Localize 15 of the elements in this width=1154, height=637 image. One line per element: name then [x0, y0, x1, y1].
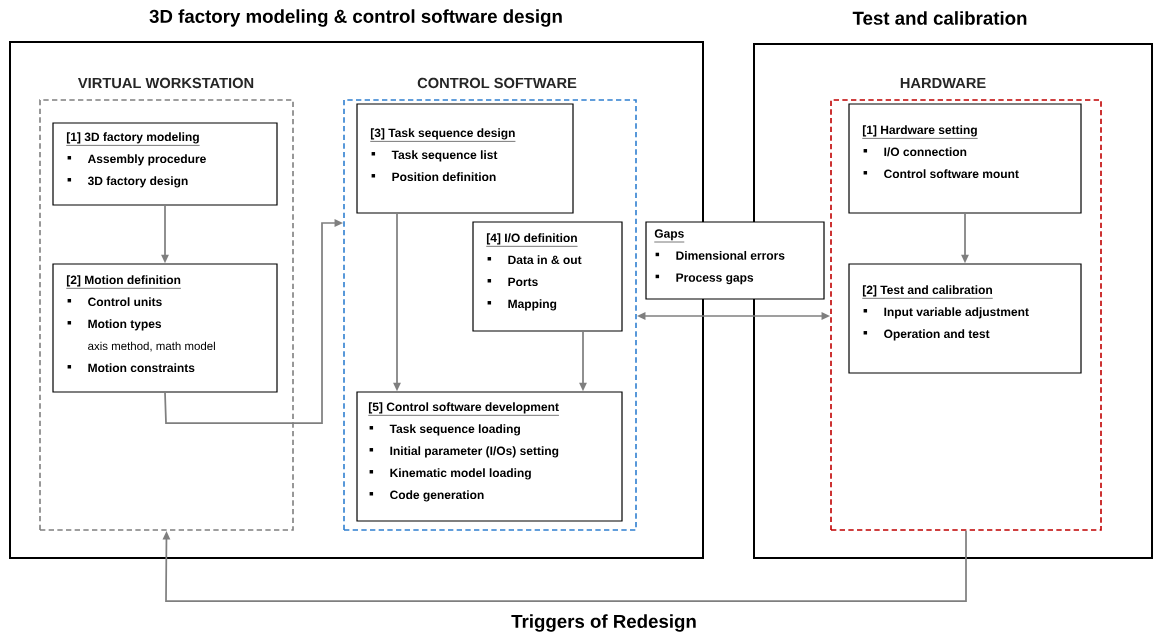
- process-box: [5] Control software development Task sequence loading Initial parameter (I/Os) setting Kinematic model loading Code generation: [356, 391, 623, 522]
- process-box: [3] Task sequence design Task sequence list Position definition: [356, 103, 574, 214]
- node-label: Test and calibration: [852, 11, 1027, 25]
- node-label: HARDWARE: [900, 77, 986, 89]
- process-box: [2] Test and calibration Input variable adjustment Operation and test: [848, 263, 1082, 374]
- arrow: [162, 529, 967, 602]
- gaps-box: Gaps Dimensional errors Process gaps: [645, 221, 825, 300]
- process-box: [4] I/O definition Data in & out Ports Mapping: [472, 221, 623, 332]
- node-label: 3D factory modeling & control software design: [149, 9, 562, 27]
- node-label: VIRTUAL WORKSTATION: [77, 77, 254, 89]
- edge-label: Triggers of Redesign: [509, 612, 699, 634]
- process-box: [2] Motion definition Control units Motion types axis method, math model Motion constraints: [52, 263, 278, 393]
- process-box: [1] 3D factory modeling Assembly procedure 3D factory design: [52, 122, 278, 206]
- node-label: CONTROL SOFTWARE: [417, 77, 577, 89]
- process-box: [1] Hardware setting I/O connection Control software mount: [848, 103, 1082, 214]
